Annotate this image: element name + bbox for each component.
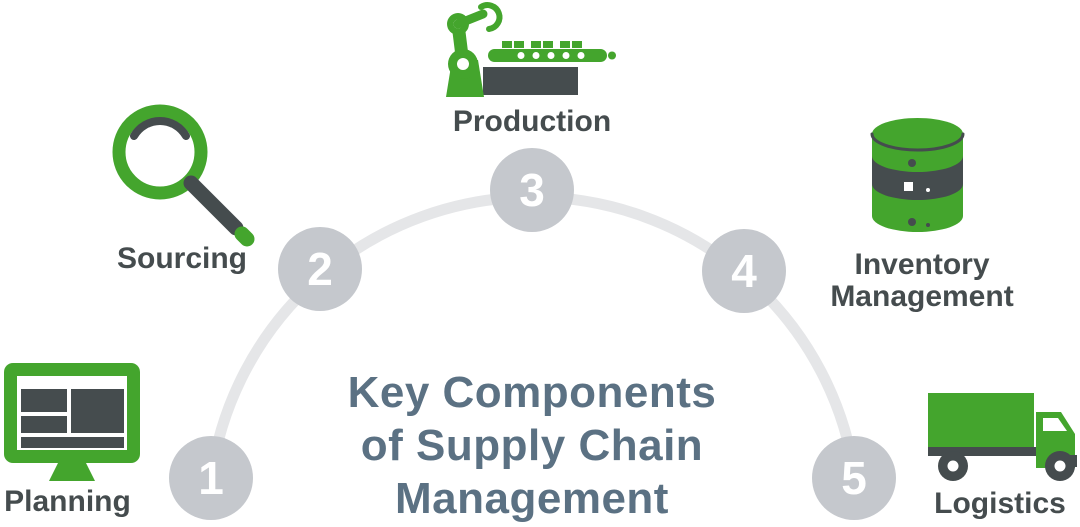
- step-number: 1: [198, 452, 224, 504]
- step-circle-4: 4: [702, 229, 786, 313]
- database-icon: [870, 118, 965, 232]
- step-number: 5: [841, 452, 867, 504]
- label-production: Production: [452, 105, 612, 138]
- step-circle-1: 1: [169, 436, 253, 520]
- diagram-title: Key Components of Supply Chain Managemen…: [347, 368, 717, 523]
- robot-arm-icon: [446, 2, 616, 97]
- step-circle-5: 5: [812, 436, 896, 520]
- step-number: 3: [519, 164, 545, 216]
- step-number: 2: [307, 243, 333, 295]
- monitor-icon: [4, 363, 140, 481]
- step-circle-2: 2: [278, 227, 362, 311]
- truck-icon: [928, 393, 1077, 481]
- magnifier-icon: [112, 104, 255, 247]
- label-planning: Planning: [4, 485, 131, 518]
- step-number: 4: [731, 245, 757, 297]
- label-logistics: Logistics: [934, 487, 1066, 520]
- label-sourcing: Sourcing: [116, 242, 247, 275]
- step-circle-3: 3: [490, 148, 574, 232]
- label-inventory-management: Inventory Management: [830, 248, 1014, 313]
